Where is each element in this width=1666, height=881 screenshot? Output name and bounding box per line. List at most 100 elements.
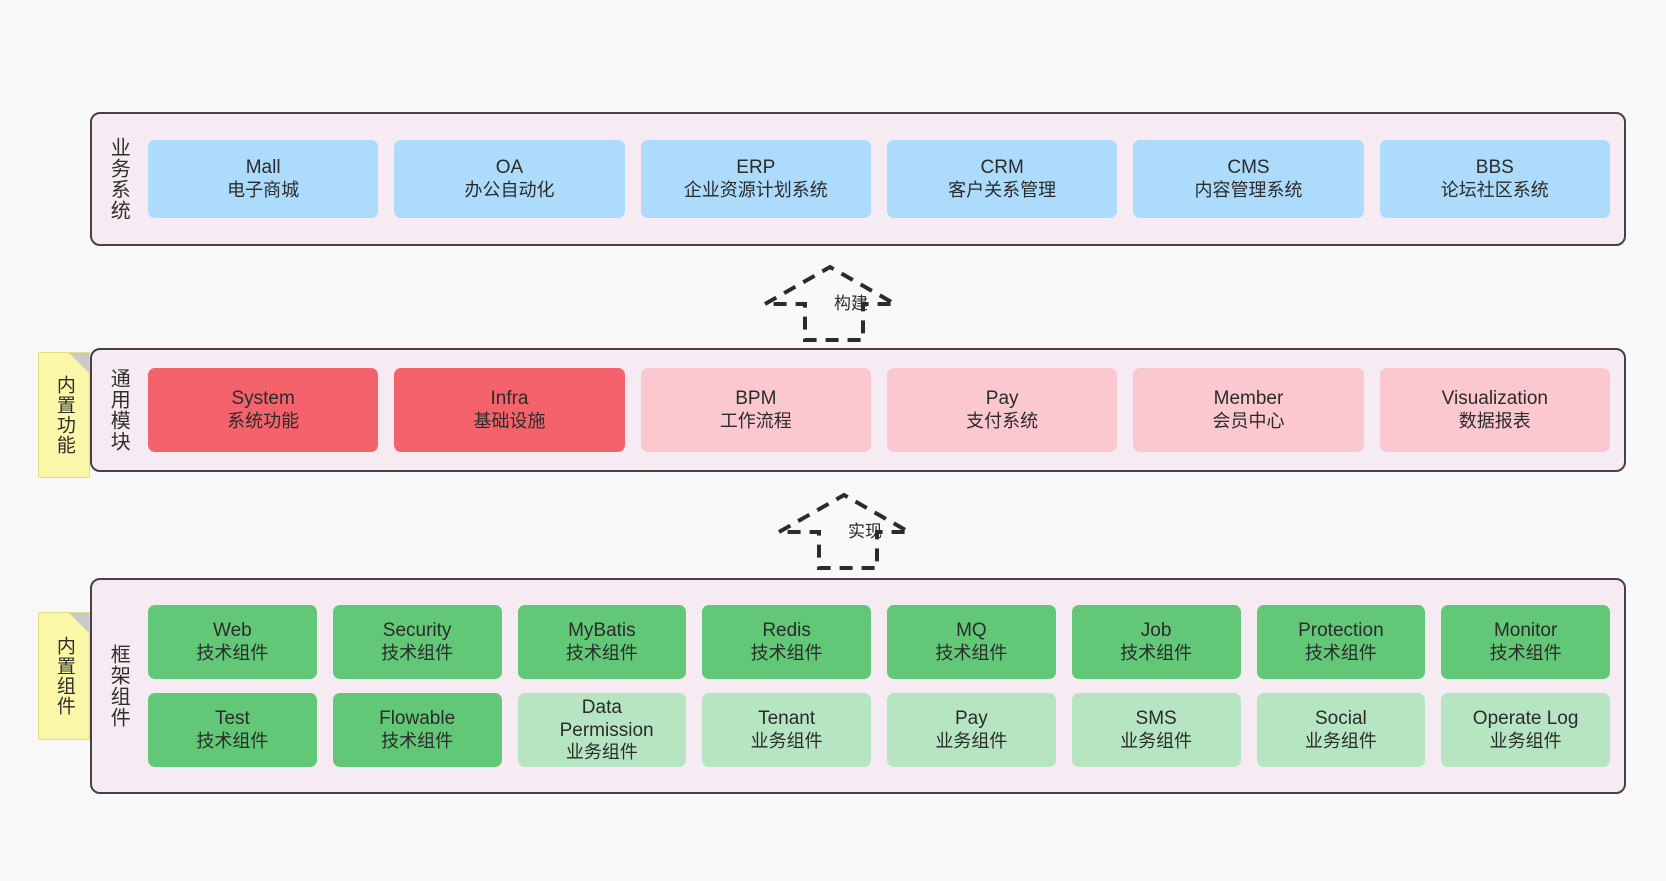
node-subtitle: 基础设施 — [473, 410, 546, 431]
node-title: CMS — [1227, 157, 1270, 179]
node-erp[interactable]: ERP 企业资源计划系统 — [640, 140, 871, 218]
node-subtitle: 技术组件 — [381, 642, 454, 663]
node-social[interactable]: Social 业务组件 — [1256, 693, 1426, 767]
build-arrow-icon — [757, 264, 903, 342]
node-visualization[interactable]: Visualization 数据报表 — [1379, 368, 1610, 452]
node-subtitle: 内容管理系统 — [1194, 179, 1303, 200]
node-title: Monitor — [1493, 620, 1558, 642]
node-title: MyBatis — [568, 620, 636, 642]
node-security[interactable]: Security 技术组件 — [332, 605, 502, 679]
node-subtitle: 技术组件 — [1120, 642, 1193, 663]
node-subtitle: 支付系统 — [966, 410, 1039, 431]
node-subtitle: 技术组件 — [935, 642, 1008, 663]
node-title: Web — [213, 620, 252, 642]
layer-title-components: 框架组件 — [107, 644, 130, 728]
layer-body-components: Web 技术组件 Security 技术组件 MyBatis 技术组件 Redi… — [144, 580, 1624, 792]
node-subtitle: 会员中心 — [1212, 410, 1285, 431]
node-title: Operate Log — [1472, 708, 1579, 730]
node-title: Test — [214, 708, 250, 730]
node-protection[interactable]: Protection 技术组件 — [1256, 605, 1426, 679]
node-subtitle: 电子商城 — [227, 179, 300, 200]
node-subtitle: 工作流程 — [719, 410, 792, 431]
node-title: OA — [495, 157, 524, 179]
node-subtitle: 技术组件 — [1489, 642, 1562, 663]
node-subtitle: 技术组件 — [196, 730, 269, 751]
node-redis[interactable]: Redis 技术组件 — [702, 605, 871, 679]
node-subtitle: 业务组件 — [1489, 730, 1562, 751]
node-subtitle: 企业资源计划系统 — [683, 179, 828, 200]
layer-business-systems: 业务系统 Mall 电子商城 OA 办公自动化 ERP 企业资源计划系统 CRM… — [90, 112, 1626, 246]
node-title: System — [231, 388, 295, 410]
node-row: Web 技术组件 Security 技术组件 MyBatis 技术组件 Redi… — [148, 605, 1610, 679]
node-sms[interactable]: SMS 业务组件 — [1071, 693, 1241, 767]
node-member[interactable]: Member 会员中心 — [1133, 368, 1364, 452]
node-title: Redis — [762, 620, 811, 642]
layer-framework-components: 框架组件 Web 技术组件 Security 技术组件 MyBatis 技术组件… — [90, 578, 1626, 794]
node-mq[interactable]: MQ 技术组件 — [887, 605, 1056, 679]
node-title: Mall — [245, 157, 281, 179]
node-subtitle: 业务组件 — [565, 742, 638, 763]
node-mybatis[interactable]: MyBatis 技术组件 — [517, 605, 687, 679]
node-crm[interactable]: CRM 客户关系管理 — [886, 140, 1118, 218]
node-subtitle: 业务组件 — [1120, 730, 1193, 751]
node-title: Tenant — [758, 708, 816, 730]
connector-implement-label: 实现 — [848, 522, 882, 541]
node-infra[interactable]: Infra 基础设施 — [394, 368, 625, 452]
node-row: Mall 电子商城 OA 办公自动化 ERP 企业资源计划系统 CRM 客户关系… — [148, 140, 1610, 218]
node-title: Pay — [985, 388, 1019, 410]
node-data-permission[interactable]: Data Permission 业务组件 — [517, 693, 687, 767]
node-title: Social — [1315, 708, 1367, 730]
node-tenant[interactable]: Tenant 业务组件 — [702, 693, 871, 767]
node-bbs[interactable]: BBS 论坛社区系统 — [1379, 140, 1610, 218]
node-subtitle: 技术组件 — [750, 642, 823, 663]
node-subtitle: 业务组件 — [750, 730, 823, 751]
node-title: Protection — [1298, 620, 1384, 642]
node-title: SMS — [1135, 708, 1177, 730]
node-title: Visualization — [1441, 388, 1548, 410]
node-job[interactable]: Job 技术组件 — [1071, 605, 1241, 679]
node-system[interactable]: System 系统功能 — [148, 368, 379, 452]
node-title: ERP — [736, 157, 776, 179]
node-row: Test 技术组件 Flowable 技术组件 Data Permission … — [148, 693, 1610, 767]
node-subtitle: 客户关系管理 — [948, 179, 1057, 200]
layer-common-modules: 通用模块 System 系统功能 Infra 基础设施 BPM 工作流程 Pay… — [90, 348, 1626, 472]
node-operate-log[interactable]: Operate Log 业务组件 — [1441, 693, 1610, 767]
layer-body-business: Mall 电子商城 OA 办公自动化 ERP 企业资源计划系统 CRM 客户关系… — [144, 114, 1624, 244]
node-title: Data Permission — [559, 696, 654, 742]
sticky-note-builtin-features: 内置功能 — [38, 352, 90, 478]
implement-arrow-icon — [771, 492, 917, 570]
node-row: System 系统功能 Infra 基础设施 BPM 工作流程 Pay 支付系统… — [148, 368, 1610, 452]
node-title: Infra — [490, 388, 529, 410]
node-pay-component[interactable]: Pay 业务组件 — [887, 693, 1056, 767]
node-subtitle: 技术组件 — [196, 642, 269, 663]
node-title: Security — [382, 620, 452, 642]
node-subtitle: 业务组件 — [935, 730, 1008, 751]
node-subtitle: 办公自动化 — [464, 179, 555, 200]
layer-title-business: 业务系统 — [107, 137, 130, 221]
node-title: CRM — [980, 157, 1024, 179]
connector-build-label: 构建 — [834, 294, 868, 313]
node-title: BBS — [1475, 157, 1514, 179]
node-title: MQ — [956, 620, 987, 642]
node-oa[interactable]: OA 办公自动化 — [394, 140, 625, 218]
node-flowable[interactable]: Flowable 技术组件 — [332, 693, 502, 767]
node-monitor[interactable]: Monitor 技术组件 — [1441, 605, 1610, 679]
node-subtitle: 数据报表 — [1458, 410, 1531, 431]
node-mall[interactable]: Mall 电子商城 — [148, 140, 379, 218]
node-subtitle: 业务组件 — [1304, 730, 1377, 751]
node-subtitle: 技术组件 — [381, 730, 454, 751]
connector-implement: 实现 — [771, 490, 917, 572]
sticky-note-builtin-components: 内置组件 — [38, 612, 90, 740]
node-cms[interactable]: CMS 内容管理系统 — [1133, 140, 1364, 218]
layer-title-modules: 通用模块 — [107, 368, 130, 452]
node-bpm[interactable]: BPM 工作流程 — [640, 368, 871, 452]
node-title: Member — [1213, 388, 1284, 410]
sticky-note-label: 内置组件 — [53, 636, 75, 716]
node-title: Flowable — [379, 708, 456, 730]
node-web[interactable]: Web 技术组件 — [148, 605, 317, 679]
node-pay-module[interactable]: Pay 支付系统 — [886, 368, 1118, 452]
node-subtitle: 技术组件 — [1304, 642, 1377, 663]
node-test[interactable]: Test 技术组件 — [148, 693, 317, 767]
node-title: BPM — [735, 388, 777, 410]
layer-body-modules: System 系统功能 Infra 基础设施 BPM 工作流程 Pay 支付系统… — [144, 350, 1624, 470]
